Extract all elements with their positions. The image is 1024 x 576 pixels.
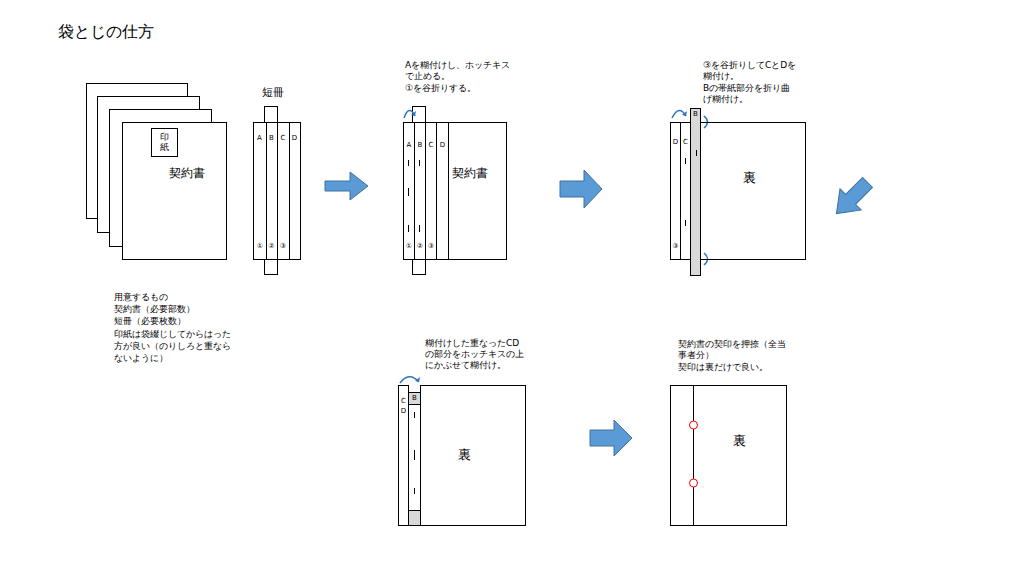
seal-mark (690, 479, 698, 487)
part-letter: D (440, 141, 445, 150)
strip (671, 123, 691, 260)
part-letter: C (281, 134, 286, 143)
note-text: 短冊 (262, 87, 284, 98)
note-text: 糊付けした重なったCDの部分をホッチキスの上にかぶせて糊付け。 (425, 338, 525, 371)
arrow-head (411, 111, 416, 116)
arrow-head (682, 111, 687, 116)
part-letter: A (407, 141, 412, 150)
staple-mark (696, 150, 697, 156)
fold-line (277, 123, 278, 260)
part-letter: B (269, 134, 274, 143)
note-text: ③を谷折りしてCとDを糊付け。 (703, 60, 797, 82)
note-text: 用意するもの (114, 292, 168, 303)
arrow-head (415, 377, 420, 382)
part-letter: ① (406, 242, 412, 251)
strip (254, 123, 301, 260)
fold-arrow (400, 377, 419, 383)
band-paper (409, 393, 421, 526)
node-text: 印紙 (160, 133, 169, 153)
band-paper (691, 109, 701, 276)
part-letter: ② (268, 242, 274, 251)
part-letter: ③ (280, 242, 286, 251)
fold-line (414, 123, 415, 260)
step-arrow (826, 172, 878, 224)
node-text: 契約書 (452, 167, 488, 180)
note-text: ①を谷折りする。 (405, 83, 476, 94)
note-text: 印紙は袋綴じしてからはった方が良い（のりしろと重ならないように） (114, 328, 238, 364)
node-text: 裏 (733, 434, 746, 448)
binding-edge (693, 385, 694, 525)
part-letter: ② (417, 242, 423, 251)
band-paper (409, 393, 421, 405)
strip (399, 386, 409, 526)
stamp-box: 印紙 (151, 128, 178, 157)
note-text: 契約書の契印を押捺（全当事者分） (678, 339, 790, 361)
note-text: 短冊（必要枚数） (114, 316, 186, 327)
band-paper (409, 511, 421, 526)
step-arrow (560, 170, 602, 208)
fold-line (436, 123, 437, 260)
note-text: 契約書（必要部数） (114, 304, 195, 315)
contract-sheet: 契約書 印紙 (122, 122, 227, 260)
back-sheet: 裏 (670, 385, 787, 526)
fold-line (266, 123, 267, 260)
part-letter: B (412, 394, 417, 403)
part-letter: ③ (672, 242, 678, 251)
step-arrow (590, 420, 632, 456)
note-text: Aを糊付けし、ホッチキスで止める。 (405, 60, 513, 82)
staple-mark (419, 225, 420, 232)
staple-mark (419, 160, 420, 166)
node-text: 裏 (458, 448, 471, 462)
fold-line (425, 123, 426, 260)
part-letter: B (693, 110, 698, 119)
part-letter: D (401, 407, 406, 416)
fold-line (680, 123, 681, 260)
part-letter: B (418, 141, 423, 150)
staple-mark (414, 412, 415, 418)
fold-arrow (404, 110, 415, 118)
staple-mark (685, 158, 686, 164)
fold-arrow (704, 253, 708, 265)
part-letter: D (673, 138, 678, 147)
fold-arrow (672, 110, 686, 118)
note-text: 契印は裏だけで良い。 (678, 362, 768, 373)
step-arrow (325, 172, 368, 200)
staple-mark (408, 160, 409, 166)
part-letter: C (429, 141, 434, 150)
node-text: 契約書 (169, 167, 205, 180)
strip (404, 123, 449, 260)
part-letter: C (401, 397, 406, 406)
seal-mark (690, 421, 698, 429)
part-letter: ① (257, 242, 263, 251)
part-letter: D (292, 134, 297, 143)
note-text: Bの帯紙部分を折り曲げ糊付け。 (703, 83, 797, 105)
part-letter: C (683, 138, 688, 147)
diagram-title: 袋とじの仕方 (58, 22, 154, 41)
back-sheet: 裏 (700, 122, 806, 260)
staple-mark (408, 225, 409, 232)
back-sheet: 裏 (420, 385, 526, 526)
staple-mark (414, 488, 415, 494)
part-letter: ③ (428, 242, 434, 251)
node-text: 裏 (743, 171, 756, 185)
part-letter: A (257, 134, 262, 143)
staple-mark (685, 220, 686, 226)
fold-line (289, 123, 290, 260)
staple-mark (408, 188, 409, 196)
staple-mark (414, 450, 415, 460)
